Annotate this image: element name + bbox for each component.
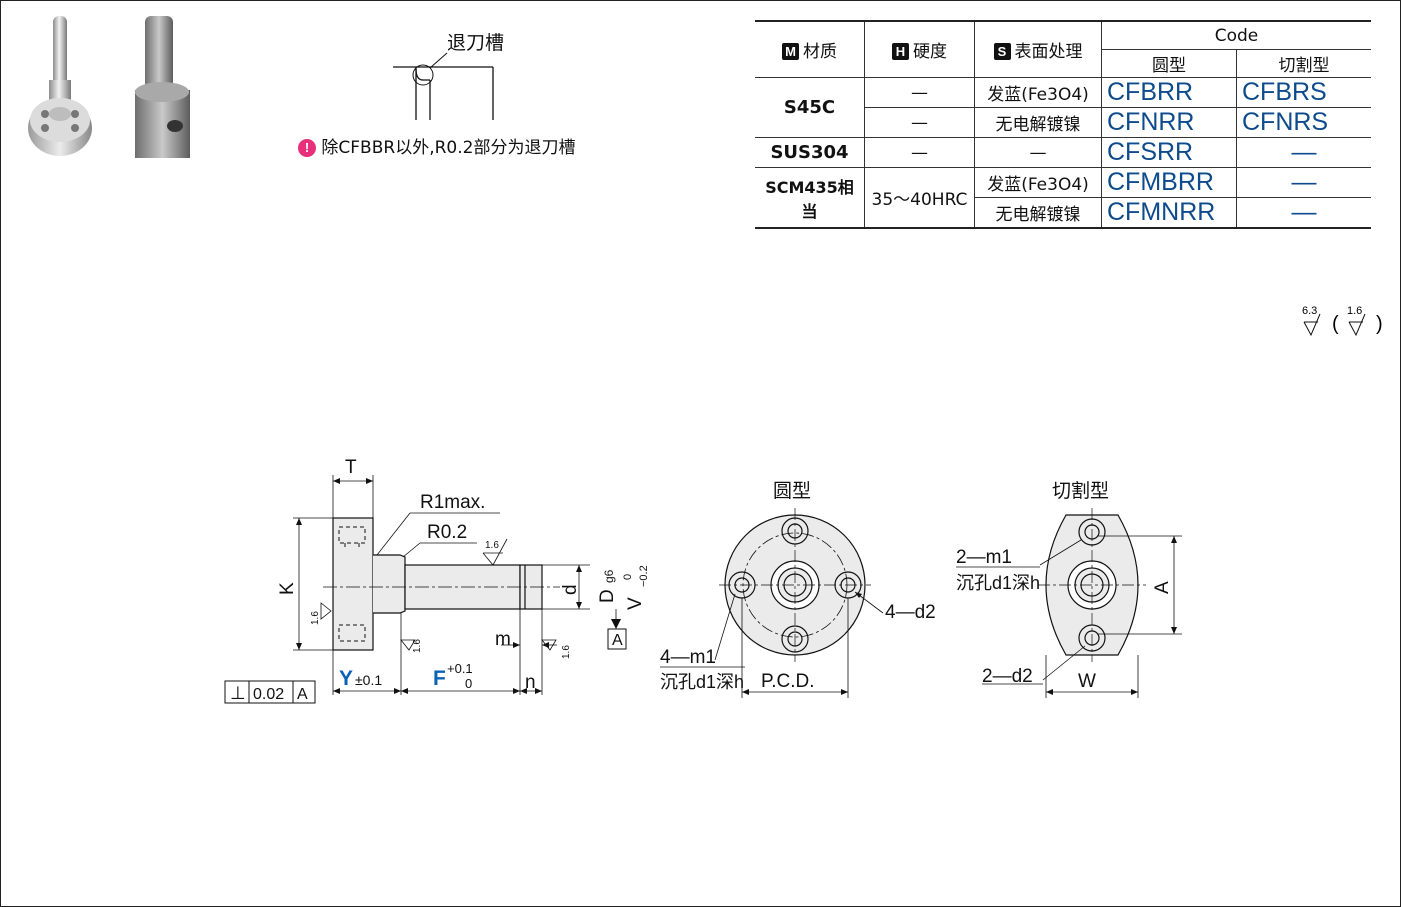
code-cut-cell: CFNRS <box>1236 107 1371 138</box>
dim-counterbore-cut: 沉孔d1深h <box>956 573 1040 593</box>
surface-cell: 发蓝(Fe3O4) <box>974 77 1102 108</box>
roughness-main: 6.3 <box>1302 305 1317 317</box>
round-type-title: 圆型 <box>773 480 811 502</box>
m-badge-icon: M <box>782 43 799 60</box>
dim-r1max: R1max. <box>420 492 485 513</box>
roughness-shaft: 1.6 <box>485 540 499 551</box>
note-text: 除CFBBR以外,R0.2部分为退刀槽 <box>321 138 576 158</box>
surface-cell: — <box>974 137 1102 168</box>
header-cut: 切割型 <box>1236 49 1371 78</box>
surface-cell: 发蓝(Fe3O4) <box>974 167 1102 198</box>
product-photos <box>28 16 190 158</box>
dim-f: F <box>433 667 446 690</box>
surface-cell: 无电解镀镍 <box>974 197 1102 229</box>
hidden-lines <box>338 526 366 642</box>
dim-w: W <box>1078 671 1096 692</box>
s-badge-icon: S <box>993 43 1011 60</box>
side-view-drawing: T K 1.6 R1max. R0.2 1.6 d D g6 A V 0 −0.… <box>224 457 650 704</box>
dim-k: K <box>277 582 298 595</box>
material-cell: SUS304 <box>755 137 865 168</box>
code-round-cell: CFMNRR <box>1101 197 1237 229</box>
perpendicularity-ref: A <box>297 686 308 703</box>
note-line: ! 除CFBBR以外,R0.2部分为退刀槽 <box>298 133 575 158</box>
dim-2-d2: 2—d2 <box>982 666 1033 687</box>
svg-text:(: ( <box>1332 313 1339 335</box>
cut-type-photo <box>135 16 190 158</box>
dim-n: n <box>525 672 536 693</box>
perpendicularity-value: 0.02 <box>253 686 284 703</box>
hardness-cell: 35～40HRC <box>864 167 975 229</box>
warning-icon: ! <box>298 139 316 157</box>
code-cut-cell: — <box>1236 137 1371 168</box>
dim-4-m1: 4—m1 <box>660 647 716 668</box>
header-round: 圆型 <box>1101 49 1237 78</box>
dim-m: m <box>495 629 511 650</box>
header-code: Code <box>1101 20 1371 50</box>
cut-type-view: 切割型 2—m1 沉孔d1深h 2—d2 A W <box>956 480 1182 698</box>
code-round-cell: CFMBRR <box>1101 167 1237 198</box>
hardness-cell: — <box>864 77 975 108</box>
material-cell: S45C <box>755 77 865 138</box>
roughness-secondary: 1.6 <box>1347 305 1362 317</box>
roughness-end: 1.6 <box>561 645 572 659</box>
code-cut-cell: CFBRS <box>1236 77 1371 108</box>
dim-g6: g6 <box>602 569 616 583</box>
datum-a: A <box>612 632 623 649</box>
hardness-cell: — <box>864 107 975 138</box>
cut-type-title: 切割型 <box>1052 480 1109 502</box>
dim-a: A <box>1152 581 1173 594</box>
dim-f-lower: 0 <box>465 676 472 691</box>
roughness-neck: 1.6 <box>412 639 423 653</box>
round-type-view: 圆型 4—d2 4—m1 沉孔d1深h P.C.D. <box>660 480 936 698</box>
dim-y: Y <box>339 667 353 690</box>
code-round-cell: CFBRR <box>1101 77 1237 108</box>
round-type-photo <box>28 16 92 156</box>
roughness-symbol: 6.3 ( 1.6 ) <box>1302 305 1383 337</box>
dim-pcd: P.C.D. <box>761 671 815 692</box>
code-round-cell: CFNRR <box>1101 107 1237 138</box>
dim-r02: R0.2 <box>427 522 467 543</box>
dim-v-lower: −0.2 <box>638 565 650 587</box>
code-cut-cell: — <box>1236 167 1371 198</box>
dim-counterbore: 沉孔d1深h <box>660 672 744 692</box>
dim-d-main: D <box>597 589 618 603</box>
hardness-cell: — <box>864 137 975 168</box>
roughness-flange: 1.6 <box>310 611 321 625</box>
dim-t: T <box>345 457 357 478</box>
surface-cell: 无电解镀镍 <box>974 107 1102 138</box>
code-cut-cell: — <box>1236 197 1371 229</box>
dim-v-upper: 0 <box>622 574 634 580</box>
perpendicularity-icon: ⊥ <box>230 683 246 703</box>
dim-v: V <box>625 597 646 610</box>
code-round-cell: CFSRR <box>1101 137 1237 168</box>
h-badge-icon: H <box>892 43 909 60</box>
dim-f-upper: +0.1 <box>447 661 473 676</box>
dim-d: d <box>560 584 581 595</box>
svg-text:): ) <box>1376 313 1383 335</box>
dim-2-m1: 2—m1 <box>956 547 1012 568</box>
material-cell: SCM435相当 <box>755 167 865 229</box>
dim-y-tol: ±0.1 <box>355 672 382 688</box>
dim-4-d2: 4—d2 <box>885 602 936 623</box>
groove-label: 退刀槽 <box>447 32 504 54</box>
relief-groove-detail: 退刀槽 <box>393 32 504 120</box>
